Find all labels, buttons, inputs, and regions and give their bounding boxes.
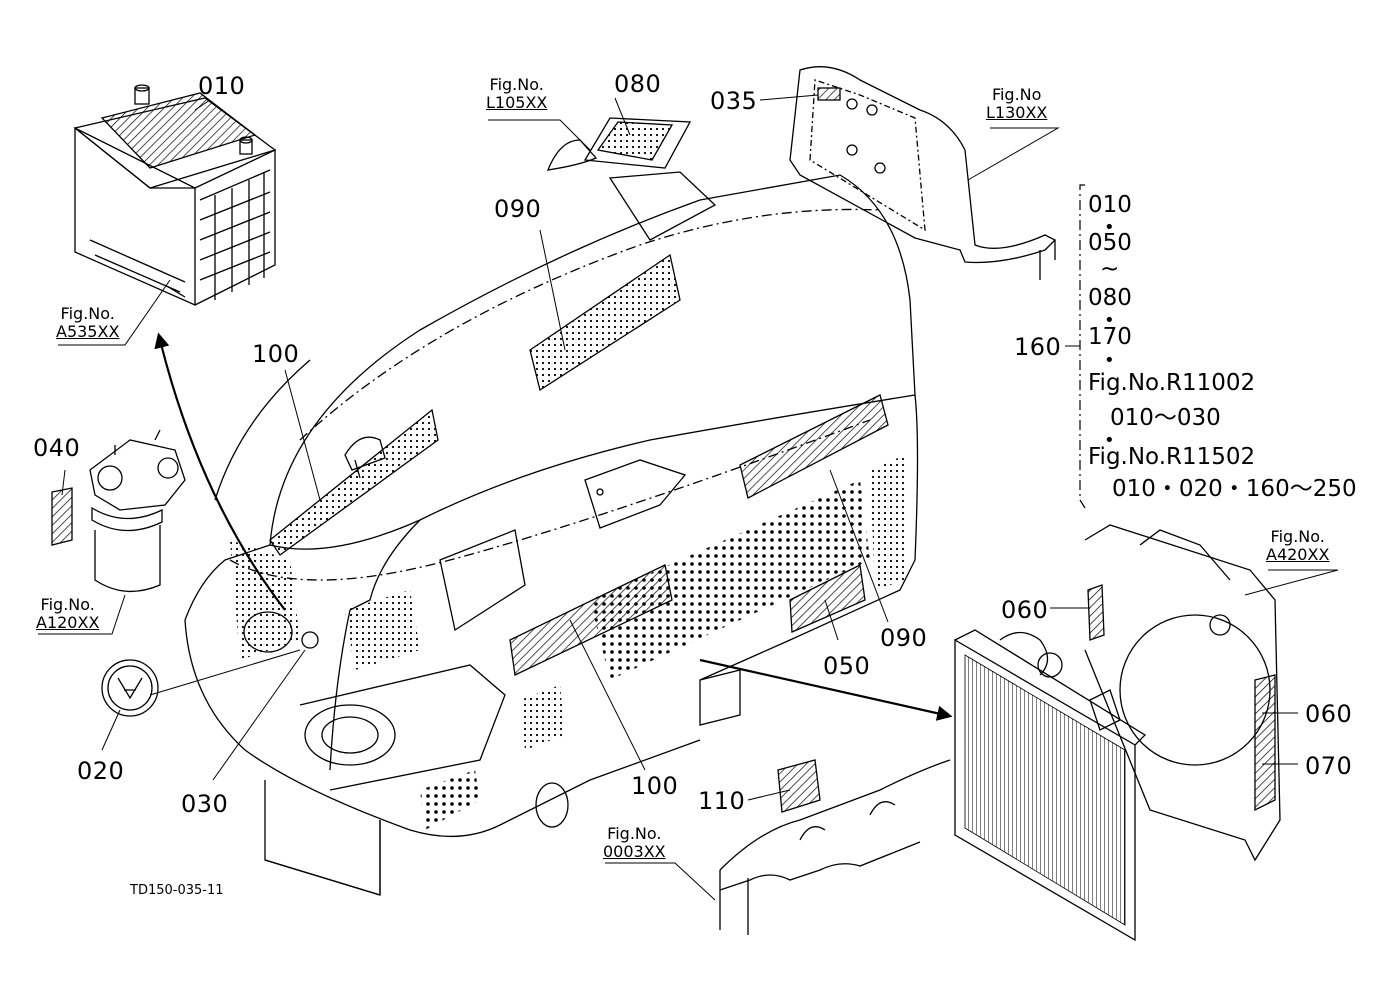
fuel-filter-illustration (51, 429, 186, 593)
legend-range-mark: ~ (1100, 256, 1120, 282)
legend-item: Fig.No.R11502 (1088, 444, 1256, 470)
figref-number: A120XX (36, 613, 100, 633)
fan-shroud-illustration (1084, 524, 1281, 862)
callout-100-top: 100 (252, 340, 300, 368)
callout-100-bottom: 100 (631, 772, 679, 800)
legend-bracket (1079, 184, 1086, 509)
battery-illustration (73, 84, 277, 306)
callout-035: 035 (710, 87, 758, 115)
callout-050: 050 (823, 652, 871, 680)
callout-160: 160 (1014, 333, 1062, 361)
callout-030: 030 (181, 790, 229, 818)
legend-dot: • (1104, 217, 1115, 238)
figref-number: L105XX (486, 93, 548, 113)
callout-020: 020 (77, 757, 125, 785)
legend-dot: • (1104, 310, 1115, 331)
figref-l105: Fig.No. L105XX (486, 75, 548, 113)
figref-l130: Fig.No L130XX (986, 85, 1048, 123)
figref-a420: Fig.No. A420XX (1266, 527, 1330, 565)
frame-illustration (719, 759, 951, 935)
figref-prefix: Fig.No. (607, 824, 662, 843)
callout-090-side: 090 (880, 624, 928, 652)
leader-lines (38, 94, 1339, 901)
figref-number: 0003XX (603, 842, 666, 862)
figref-prefix: Fig.No. (489, 75, 544, 94)
figref-prefix: Fig.No. (1270, 527, 1325, 546)
figref-prefix: Fig.No (991, 85, 1042, 104)
figref-prefix: Fig.No. (60, 304, 115, 323)
radiator-illustration (954, 629, 1147, 942)
figref-a120: Fig.No. A120XX (36, 595, 100, 633)
callout-010: 010 (198, 72, 246, 100)
bonnet-illustration (184, 171, 919, 896)
legend-dot: • (1104, 430, 1115, 451)
figref-number: L130XX (986, 103, 1048, 123)
plate-080-illustration (546, 117, 692, 171)
callout-090-top: 090 (494, 195, 542, 223)
callout-060-lower: 060 (1305, 700, 1353, 728)
figref-number: A535XX (56, 322, 120, 342)
side-panel-illustration (789, 66, 1057, 280)
figref-0003: Fig.No. 0003XX (603, 824, 666, 862)
callout-060-upper: 060 (1001, 596, 1049, 624)
legend-item: 170 (1088, 324, 1132, 350)
legend-item: Fig.No.R11002 (1088, 370, 1256, 396)
legend-item: 010・020・160～250 (1112, 476, 1357, 502)
callout-070: 070 (1305, 752, 1353, 780)
callout-040: 040 (33, 434, 81, 462)
callout-080: 080 (614, 70, 662, 98)
legend-item: 050 (1088, 230, 1132, 256)
direction-arrows (154, 332, 953, 721)
figref-a535: Fig.No. A535XX (56, 304, 120, 342)
drawing-code: TD150-035-11 (130, 883, 224, 898)
emblem-illustration (101, 659, 159, 717)
legend-item: 080 (1088, 285, 1132, 311)
figref-number: A420XX (1266, 545, 1330, 565)
legend-dot: • (1104, 350, 1115, 371)
legend-item: 010 (1088, 192, 1132, 218)
callout-110: 110 (698, 787, 746, 815)
legend-item: 010～030 (1110, 405, 1221, 431)
figref-prefix: Fig.No. (40, 595, 95, 614)
